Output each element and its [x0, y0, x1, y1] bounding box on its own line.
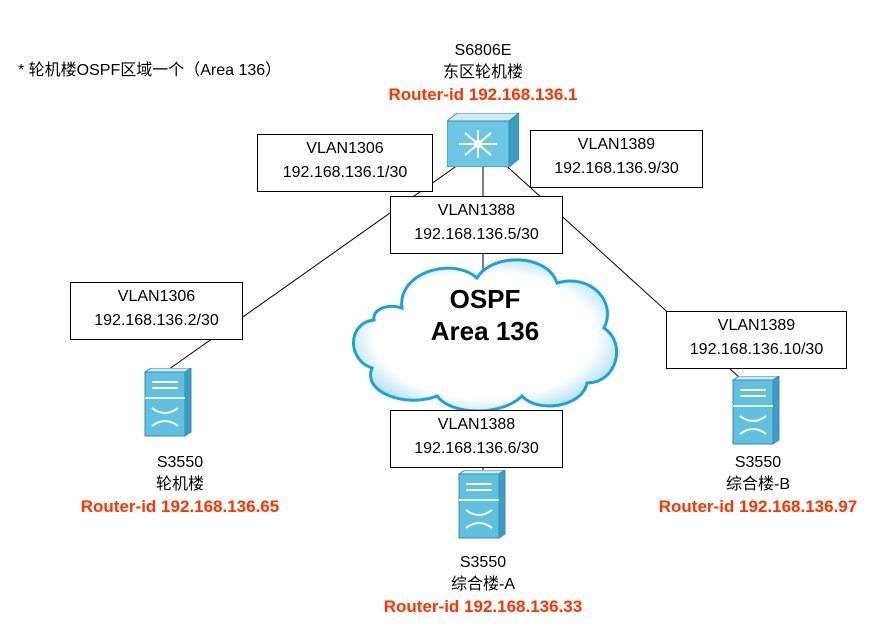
- area-note: * 轮机楼OSPF区域一个（Area 136）: [18, 62, 282, 79]
- vlan-label: VLAN1389: [577, 136, 656, 153]
- ip-label: 192.168.136.5/30: [414, 226, 539, 243]
- right-switch-location: 综合楼-B: [725, 476, 790, 493]
- ip-label: 192.168.136.2/30: [94, 312, 219, 329]
- left-router-id: Router-id 192.168.136.65: [80, 497, 280, 516]
- vlan-label: VLAN1388: [437, 416, 516, 433]
- core-switch-location: 东区轮机楼: [442, 64, 523, 81]
- right-router-id: Router-id 192.168.136.97: [658, 497, 858, 516]
- vlan-label: VLAN1389: [717, 317, 796, 334]
- left-switch-location: 轮机楼: [155, 476, 204, 493]
- mid-router-id: Router-id 192.168.136.33: [383, 597, 583, 616]
- ip-label: 192.168.136.9/30: [554, 160, 679, 177]
- cloud-label: OSPF Area 136: [420, 283, 550, 347]
- core-vlan1389-box: VLAN1389 192.168.136.9/30: [530, 130, 703, 188]
- vlan-label: VLAN1306: [117, 288, 196, 305]
- left-vlan1306-box: VLAN1306 192.168.136.2/30: [70, 282, 243, 340]
- layer3-core-switch-icon: [447, 113, 519, 167]
- cloud-icon: [352, 258, 619, 413]
- multilayer-switch-icon-mid: [458, 470, 506, 539]
- multilayer-switch-icon-left: [144, 368, 192, 437]
- multilayer-switch-icon-right: [732, 376, 780, 445]
- core-switch-label: S6806E 东区轮机楼 Router-id 192.168.136.1: [383, 40, 583, 106]
- right-vlan1389-box: VLAN1389 192.168.136.10/30: [666, 311, 847, 369]
- mid-vlan1388-box: VLAN1388 192.168.136.6/30: [390, 410, 563, 468]
- right-switch-label: S3550 综合楼-B Router-id 192.168.136.97: [638, 452, 878, 518]
- left-switch-model: S3550: [156, 454, 204, 471]
- mid-switch-label: S3550 综合楼-A Router-id 192.168.136.33: [363, 552, 603, 618]
- ip-label: 192.168.136.6/30: [414, 440, 539, 457]
- mid-switch-location: 综合楼-A: [450, 576, 515, 593]
- core-switch-model: S6806E: [454, 42, 512, 59]
- ip-label: 192.168.136.10/30: [689, 341, 824, 358]
- core-vlan1388-box: VLAN1388 192.168.136.5/30: [390, 196, 563, 254]
- right-switch-model: S3550: [734, 454, 782, 471]
- core-router-id: Router-id 192.168.136.1: [388, 85, 578, 104]
- vlan-label: VLAN1388: [437, 202, 516, 219]
- core-vlan1306-box: VLAN1306 192.168.136.1/30: [257, 134, 433, 192]
- cloud-area: Area 136: [430, 316, 540, 346]
- mid-switch-model: S3550: [459, 554, 507, 571]
- vlan-label: VLAN1306: [306, 140, 384, 157]
- ip-label: 192.168.136.1/30: [282, 164, 408, 181]
- cloud-title: OSPF: [449, 284, 521, 314]
- left-switch-label: S3550 轮机楼 Router-id 192.168.136.65: [60, 452, 300, 518]
